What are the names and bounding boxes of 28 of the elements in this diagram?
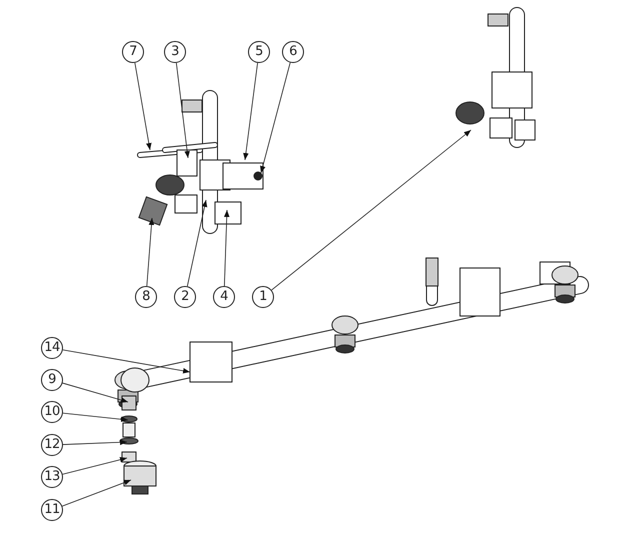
leader-line [243, 62, 258, 160]
callout-number: 4 [213, 286, 235, 308]
callout-number: 2 [174, 286, 196, 308]
callout-number: 12 [41, 434, 63, 456]
callout-number: 6 [282, 41, 304, 63]
callout-number: 9 [41, 369, 63, 391]
leader-line [62, 457, 128, 475]
leader-line [271, 130, 472, 291]
leader-line [62, 439, 128, 446]
callout-number: 11 [41, 499, 63, 521]
callout-number: 13 [41, 466, 63, 488]
leader-line [62, 480, 132, 506]
leader-line [224, 210, 230, 286]
leader-line [62, 349, 190, 374]
leader-line [134, 62, 152, 150]
callout-number: 8 [135, 286, 157, 308]
callout-number: 5 [248, 41, 270, 63]
leader-line [62, 382, 128, 403]
leader-line [260, 62, 291, 174]
leader-line [62, 412, 128, 422]
callout-number: 1 [252, 286, 274, 308]
callout-number: 7 [122, 41, 144, 63]
callout-number: 3 [164, 41, 186, 63]
callout-number: 14 [41, 337, 63, 359]
leader-line [176, 62, 190, 158]
leader-line [146, 218, 154, 286]
leader-line [186, 200, 208, 287]
callout-number: 10 [41, 401, 63, 423]
